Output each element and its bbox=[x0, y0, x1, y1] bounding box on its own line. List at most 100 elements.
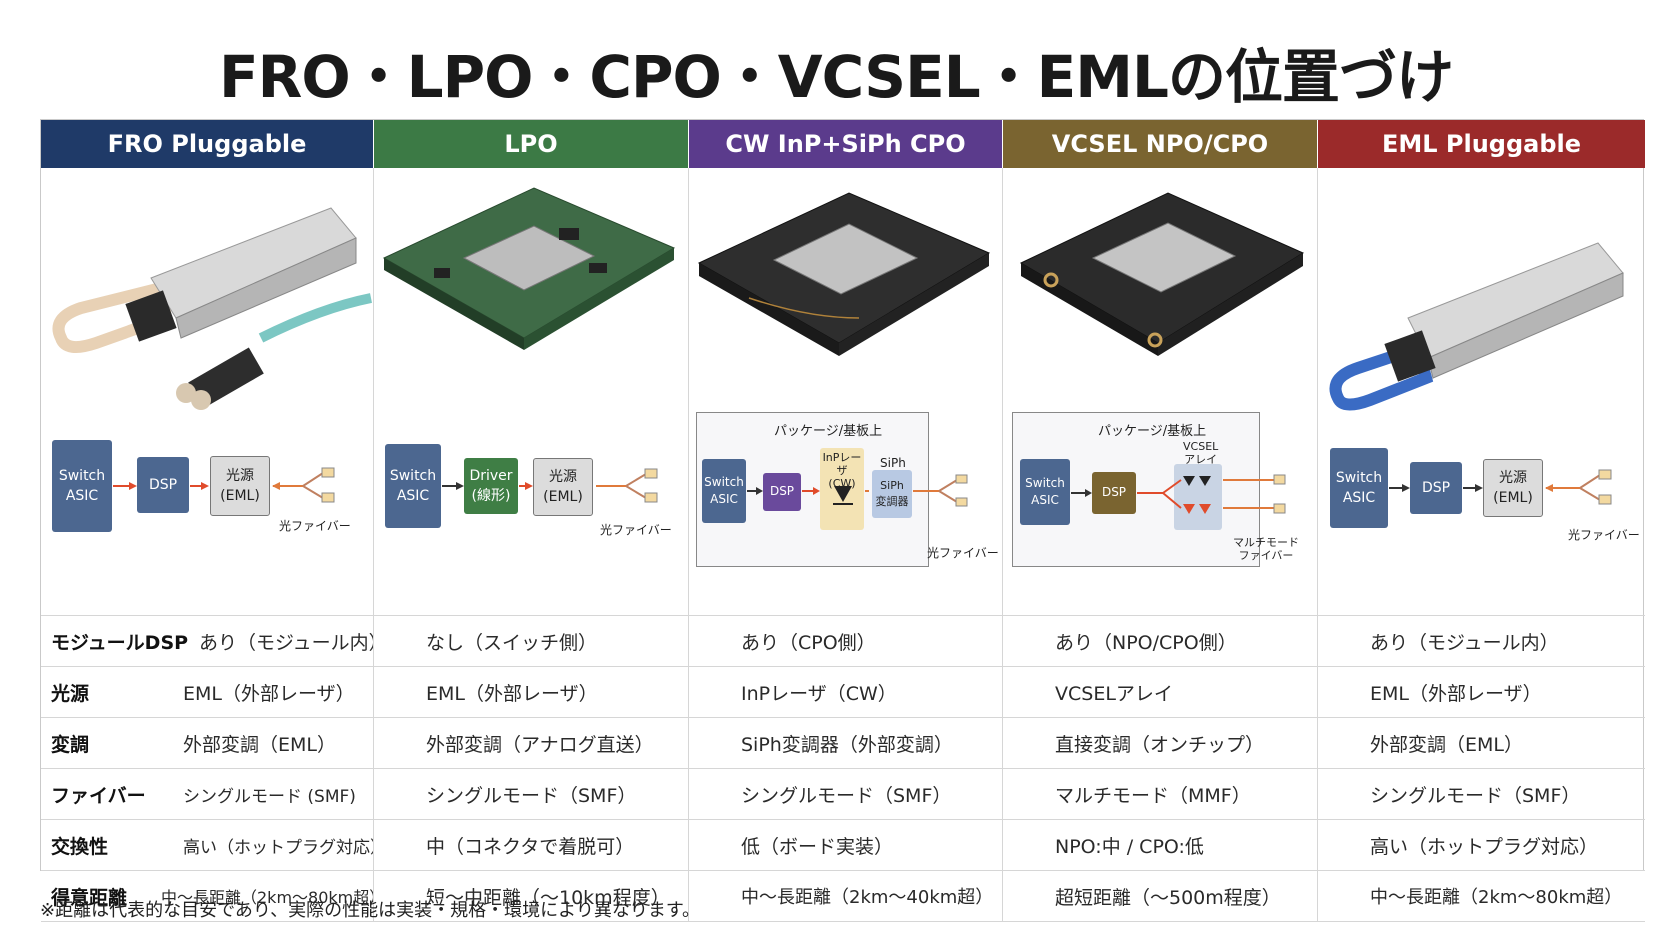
table-row-fiber: ファイバー シングルモード (SMF) bbox=[41, 769, 374, 820]
fiber-label: 光ファイバー bbox=[1568, 528, 1640, 542]
dsp-label: DSP bbox=[1101, 485, 1127, 500]
cell-value: あり（NPO/CPO側） bbox=[1003, 616, 1318, 667]
table-row-distance: 得意距離 中〜長距離（2km〜80km超） bbox=[41, 871, 374, 922]
dsp-block: DSP bbox=[1092, 472, 1136, 514]
cell-value: あり（モジュール内） bbox=[199, 631, 374, 654]
header-fro: FRO Pluggable bbox=[41, 120, 374, 168]
row-label: 変調 bbox=[51, 733, 90, 756]
fiber-label: 光ファイバー bbox=[927, 546, 999, 560]
switch-label: Switch bbox=[389, 467, 437, 484]
cell-value: 中〜長距離（2km〜80km超） bbox=[161, 888, 374, 907]
cell-value: 高い（ホットプラグ対応） bbox=[183, 837, 374, 858]
cell-value: 高い（ホットプラグ対応） bbox=[1318, 820, 1645, 871]
cell-value: 中（コネクタで着脱可） bbox=[374, 820, 689, 871]
dsp-block: DSP bbox=[763, 473, 801, 511]
cell-value: あり（CPO側） bbox=[689, 616, 1003, 667]
fiber-label: ファイバー bbox=[1238, 549, 1294, 563]
row-label: 得意距離 bbox=[51, 886, 128, 909]
pcb-board-image bbox=[382, 187, 676, 350]
switch-label: Switch bbox=[1335, 469, 1383, 486]
laser-label: InPレーザ bbox=[822, 451, 862, 478]
mmf-fiber-label: マルチモードファイバー bbox=[1233, 536, 1299, 562]
array-label: アレイ bbox=[1184, 452, 1218, 466]
page-title: FRO・LPO・CPO・VCSEL・EMLの位置づけ bbox=[219, 43, 1454, 111]
cell-value: 直接変調（オンチップ） bbox=[1003, 718, 1318, 769]
cell-value: 中〜長距離（2km〜40km超） bbox=[689, 871, 1003, 922]
cell-value: 外部変調（EML） bbox=[1318, 718, 1645, 769]
row-label: 交換性 bbox=[51, 835, 109, 858]
cell-value: VCSELアレイ bbox=[1003, 667, 1318, 718]
src-type-label: (EML) bbox=[543, 489, 583, 505]
table-row-swappability: 交換性 高い（ホットプラグ対応） bbox=[41, 820, 374, 871]
light-source-block: 光源(EML) bbox=[533, 458, 593, 516]
cell-value: シングルモード（SMF） bbox=[1318, 769, 1645, 820]
row-label: 光源 bbox=[51, 682, 90, 705]
table-row-light-source: 光源 EML（外部レーザ） bbox=[41, 667, 374, 718]
src-label: 光源 bbox=[226, 467, 254, 484]
cell-value: InPレーザ（CW） bbox=[689, 667, 1003, 718]
header-cpo: CW InP+SiPh CPO bbox=[689, 120, 1003, 168]
footnote: ※距離は代表的な目安であり、実際の性能は実装・規格・環境により異なります。 bbox=[40, 900, 701, 921]
cell-value: EML（外部レーザ） bbox=[183, 682, 355, 705]
cell-value: なし（スイッチ側） bbox=[374, 616, 689, 667]
header-eml: EML Pluggable bbox=[1318, 120, 1645, 168]
cell-value: シングルモード（SMF） bbox=[374, 769, 689, 820]
asic-label: ASIC bbox=[396, 488, 430, 504]
siph-note: SiPh bbox=[880, 456, 906, 470]
fiber-label: 光ファイバー bbox=[600, 523, 672, 537]
cell-value: 短〜中距離（〜10km程度） bbox=[374, 871, 689, 922]
cell-value: あり（モジュール内） bbox=[1318, 616, 1645, 667]
driver-label: Driver bbox=[469, 467, 513, 484]
cell-value: 中〜長距離（2km〜80km超） bbox=[1318, 871, 1645, 922]
switch-label: Switch bbox=[1025, 475, 1065, 490]
asic-label: ASIC bbox=[1031, 493, 1059, 507]
comparison-table: FRO Pluggable LPO CW InP+SiPh CPO VCSEL … bbox=[40, 119, 1645, 922]
cell-value: SiPh変調器（外部変調） bbox=[689, 718, 1003, 769]
switch-label: Switch bbox=[704, 474, 744, 489]
header-lpo: LPO bbox=[374, 120, 689, 168]
cell-value: NPO:中 / CPO:低 bbox=[1003, 820, 1318, 871]
cell-value: 外部変調（アナログ直送） bbox=[374, 718, 689, 769]
asic-label: ASIC bbox=[710, 492, 738, 506]
vcsel-label: VCSEL bbox=[1183, 440, 1219, 453]
cell-value: EML（外部レーザ） bbox=[1318, 667, 1645, 718]
modulator-type-label: 変調器 bbox=[875, 495, 909, 508]
cell-value: シングルモード（SMF） bbox=[689, 769, 1003, 820]
dsp-block: DSP bbox=[1410, 462, 1462, 514]
driver-block: Driver (線形) bbox=[464, 458, 518, 514]
src-type-label: (EML) bbox=[1493, 490, 1533, 506]
light-source-block: 光源(EML) bbox=[1483, 459, 1543, 517]
cell-value: シングルモード (SMF) bbox=[183, 786, 356, 807]
asic-label: ASIC bbox=[1342, 490, 1376, 506]
light-source-block: 光源 (EML) bbox=[210, 456, 270, 516]
driver-type-label: (線形) bbox=[471, 488, 511, 504]
fiber-label: 光ファイバー bbox=[279, 519, 351, 533]
cpo-board-image bbox=[697, 192, 991, 356]
package-label: パッケージ/基板上 bbox=[1098, 424, 1207, 439]
dsp-label: DSP bbox=[1421, 479, 1451, 496]
pluggable-module-image bbox=[1329, 242, 1624, 411]
src-type-label: (EML) bbox=[220, 488, 260, 504]
cell-value: 超短距離（〜500m程度） bbox=[1003, 871, 1318, 922]
cell-value: マルチモード（MMF） bbox=[1003, 769, 1318, 820]
package-label: パッケージ/基板上 bbox=[774, 424, 883, 439]
switch-label: Switch bbox=[58, 467, 106, 484]
dsp-block: DSP bbox=[137, 457, 189, 513]
cell-value: 低（ボード実装） bbox=[689, 820, 1003, 871]
vcsel-board-image bbox=[1019, 192, 1305, 356]
row-label: ファイバー bbox=[51, 784, 146, 807]
inp-laser-block: InPレーザ(CW) bbox=[820, 448, 864, 530]
